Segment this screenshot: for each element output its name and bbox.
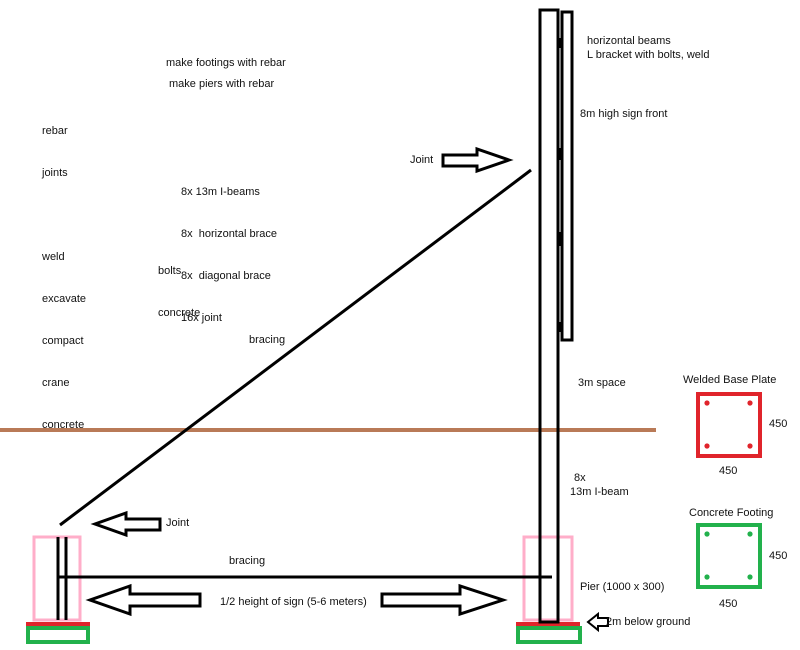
material-item: 16x joint: [181, 312, 222, 324]
footing-title: Concrete Footing: [689, 507, 774, 519]
label-horizontal-beams: horizontal beams: [587, 35, 671, 47]
beam-joint-2: [557, 148, 563, 160]
material-item: 8x horizontal brace: [181, 228, 277, 240]
label-bracing-horizontal: bracing: [229, 555, 266, 567]
note-footings: make footings with rebar: [166, 57, 286, 69]
diagonal-brace: [59, 168, 532, 527]
joint-arrow-bottom: [90, 510, 162, 538]
task-item: joints: [42, 167, 68, 179]
task-item: crane: [42, 377, 70, 389]
material-item: 8x diagonal brace: [181, 270, 271, 282]
label-below-ground: 2m below ground: [606, 616, 691, 628]
footing-bolt: [747, 531, 753, 537]
below-ground-arrow: [586, 611, 609, 633]
base-plate-bolt: [704, 400, 710, 406]
label-ibeam-count: 8x: [574, 472, 586, 484]
beam-joint-3: [557, 232, 563, 246]
footing-bolt: [704, 531, 710, 537]
extra-item: bolts: [158, 265, 182, 277]
task-item: concrete: [42, 419, 85, 431]
footing-width: 450: [719, 598, 738, 610]
main-ibeam: [538, 8, 560, 624]
footing-square: [696, 523, 762, 589]
task-item: weld: [42, 251, 65, 263]
task-item: rebar: [42, 125, 68, 137]
label-half-height: 1/2 height of sign (5-6 meters): [220, 596, 367, 608]
half-height-arrow-right: [380, 583, 508, 617]
task-list: rebar joints weld excavate compact crane…: [42, 96, 86, 446]
half-height-arrow-left: [85, 583, 202, 617]
base-plate-bolt: [747, 443, 753, 449]
beam-joint-1: [557, 38, 563, 48]
sign-front: [560, 10, 574, 342]
label-bracket: L bracket with bolts, weld: [587, 49, 710, 61]
base-plate-bolt: [747, 400, 753, 406]
task-item: [42, 208, 86, 222]
base-plate-bolt: [704, 443, 710, 449]
label-joint-bottom: Joint: [166, 517, 190, 529]
label-sign-front: 8m high sign front: [580, 108, 668, 120]
footing-bolt: [747, 574, 753, 580]
base-plate-height: 450: [769, 418, 788, 430]
base-plate-square: [696, 392, 762, 458]
footing-right: [516, 626, 582, 644]
label-space: 3m space: [578, 377, 626, 389]
task-item: excavate: [42, 293, 87, 305]
footing-height: 450: [769, 550, 788, 562]
materials-list: 8x 13m I-beams 8x horizontal brace 8x di…: [181, 157, 277, 339]
footing-left: [26, 626, 90, 644]
label-ibeam-size: 13m I-beam: [570, 486, 629, 498]
label-joint-top: Joint: [410, 154, 434, 166]
label-bracing-diagonal: bracing: [249, 334, 286, 346]
joint-arrow-top: [441, 146, 514, 174]
label-pier: Pier (1000 x 300): [580, 581, 665, 593]
extras-list: bolts concrete: [158, 236, 200, 334]
footing-bolt: [704, 574, 710, 580]
material-item: 8x 13m I-beams: [181, 186, 260, 198]
base-plate-title: Welded Base Plate: [683, 374, 777, 386]
task-item: compact: [42, 335, 84, 347]
base-plate-width: 450: [719, 465, 738, 477]
extra-item: concrete: [158, 307, 201, 319]
note-piers: make piers with rebar: [169, 78, 275, 90]
beam-joint-4: [557, 322, 563, 332]
